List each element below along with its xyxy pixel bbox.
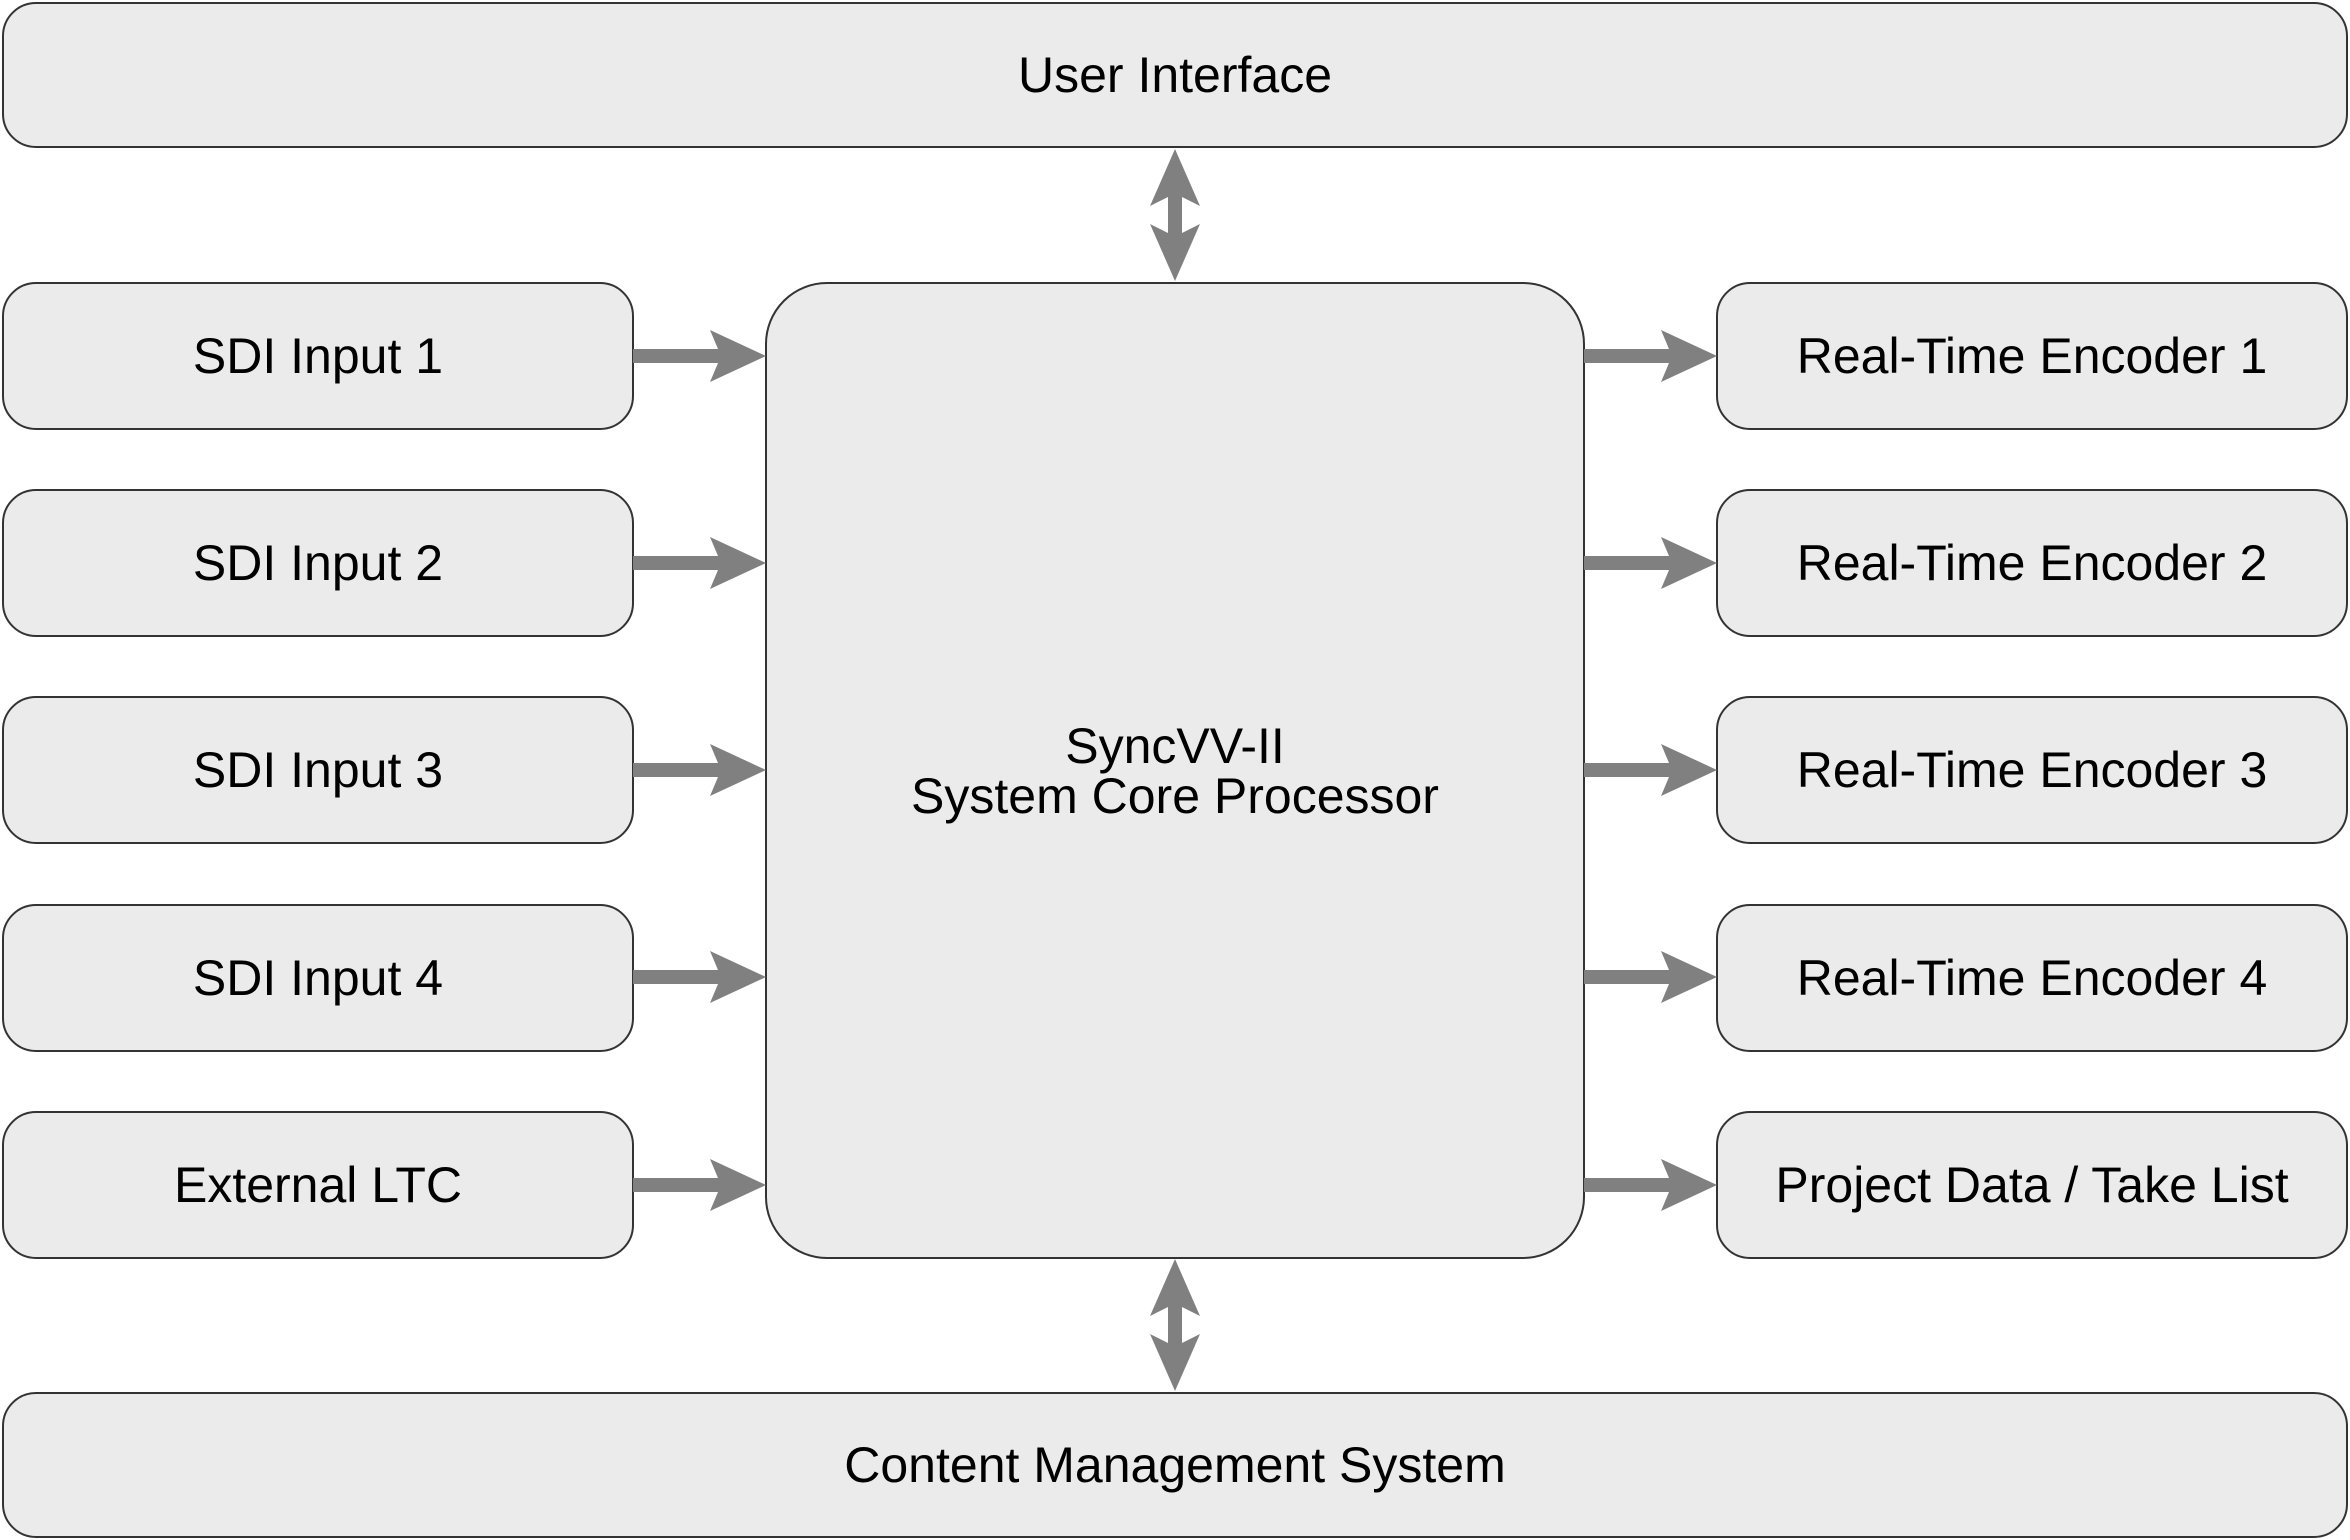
output-arrow-4 [1584,951,1717,1003]
input-box-sdi-3: SDI Input 3 [2,696,634,844]
output-box-encoder-3: Real-Time Encoder 3 [1716,696,2348,844]
output-arrow-1 [1584,330,1717,382]
output-box-project-data: Project Data / Take List [1716,1111,2348,1259]
input-box-sdi-1: SDI Input 1 [2,282,634,430]
output-label: Project Data / Take List [1775,1157,2289,1213]
input-label: SDI Input 2 [192,535,444,591]
input-arrow-1 [633,330,766,382]
core-title: SyncVV-II [1065,717,1285,774]
output-arrow-project [1584,1159,1717,1211]
content-management-box: Content Management System [2,1392,2348,1538]
input-label: External LTC [173,1157,463,1213]
input-label: SDI Input 1 [192,328,444,384]
output-box-encoder-4: Real-Time Encoder 4 [1716,904,2348,1052]
input-label: SDI Input 4 [192,950,444,1006]
content-management-label: Content Management System [844,1437,1506,1493]
output-arrow-2 [1584,537,1717,589]
output-arrow-3 [1584,744,1717,796]
input-box-external-ltc: External LTC [2,1111,634,1259]
input-arrow-2 [633,537,766,589]
output-box-encoder-1: Real-Time Encoder 1 [1716,282,2348,430]
input-arrow-4 [633,951,766,1003]
output-label: Real-Time Encoder 1 [1796,328,2268,384]
core-cms-double-arrow [1150,1259,1200,1391]
input-arrow-3 [633,744,766,796]
output-label: Real-Time Encoder 4 [1796,950,2268,1006]
output-label: Real-Time Encoder 3 [1796,742,2268,798]
user-interface-label: User Interface [1017,47,1332,103]
input-box-sdi-2: SDI Input 2 [2,489,634,637]
output-label: Real-Time Encoder 2 [1796,535,2268,591]
input-arrow-ltc [633,1159,766,1211]
core-subtitle: System Core Processor [911,767,1439,824]
core-processor-box: SyncVV-II System Core Processor [765,282,1585,1259]
input-box-sdi-4: SDI Input 4 [2,904,634,1052]
ui-core-double-arrow [1150,149,1200,281]
output-box-encoder-2: Real-Time Encoder 2 [1716,489,2348,637]
user-interface-box: User Interface [2,2,2348,148]
input-label: SDI Input 3 [192,742,444,798]
